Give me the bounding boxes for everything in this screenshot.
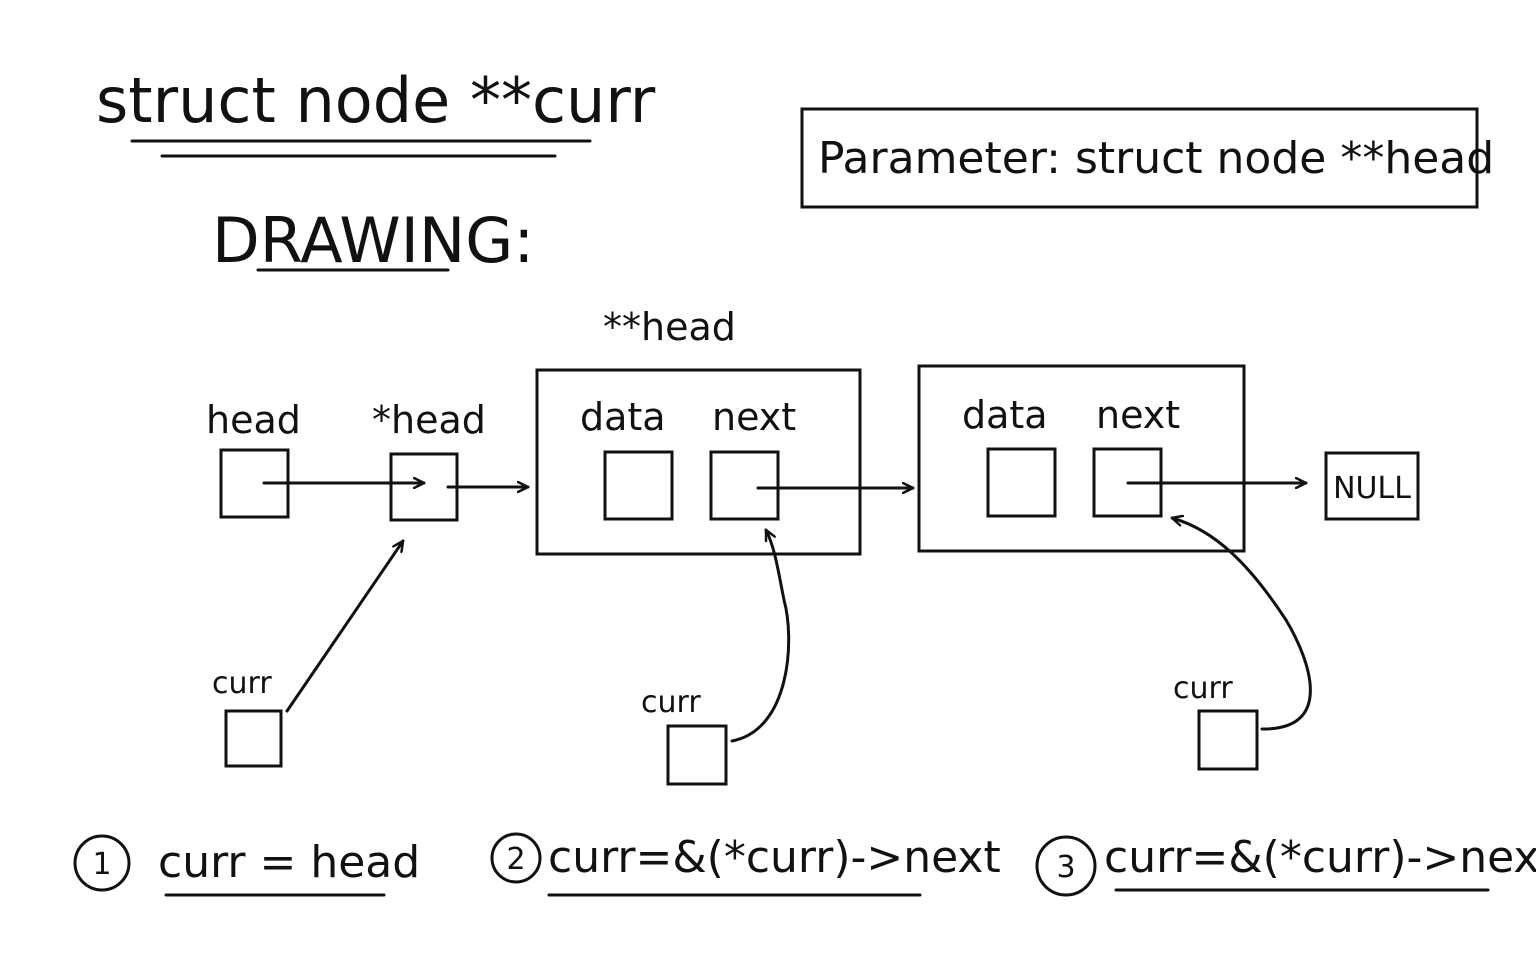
step-2-code: curr=&(*curr)->next — [548, 832, 1001, 883]
curr-box-2 — [666, 724, 728, 786]
step-3-number: 3 — [1056, 850, 1075, 885]
head-label: head — [206, 398, 301, 442]
step-3-circle — [1035, 835, 1097, 897]
curr-2-to-node-1-next-arrow — [730, 528, 791, 743]
parameter-box — [800, 107, 1479, 209]
double-deref-head-label: **head — [603, 305, 736, 349]
node-1-data-box — [603, 450, 674, 521]
step-1-code: curr = head — [158, 837, 420, 888]
node-2 — [917, 364, 1246, 553]
node-1-next-label: next — [712, 395, 796, 439]
curr-box-3 — [1197, 709, 1259, 771]
node-1-next-box — [709, 450, 780, 521]
step-3-code: curr=&(*curr)->next — [1104, 832, 1536, 883]
curr-box-1 — [224, 709, 283, 768]
curr-label-1: curr — [212, 666, 272, 701]
node-2-next-label: next — [1096, 393, 1180, 437]
curr-3-to-node-2-next-arrow — [1170, 518, 1312, 731]
step-1-circle — [73, 834, 131, 892]
null-box — [1324, 451, 1420, 521]
parameter-text: Parameter: struct node **head — [818, 133, 1494, 184]
node-2-data-label: data — [962, 393, 1048, 437]
step-1-number: 1 — [92, 847, 111, 882]
curr-1-to-deref-head-arrow — [285, 539, 405, 713]
node-2-data-box — [986, 447, 1057, 518]
step-2-number: 2 — [506, 842, 525, 877]
deref-head-label: *head — [372, 398, 486, 442]
step-2-circle — [490, 832, 542, 884]
curr-label-2: curr — [641, 685, 701, 720]
curr-label-3: curr — [1173, 671, 1233, 706]
node-1 — [535, 368, 862, 556]
null-label: NULL — [1333, 471, 1411, 506]
node-1-data-label: data — [580, 395, 666, 439]
drawing-label: DRAWING: — [212, 204, 534, 277]
page-title: struct node **curr — [96, 64, 656, 137]
